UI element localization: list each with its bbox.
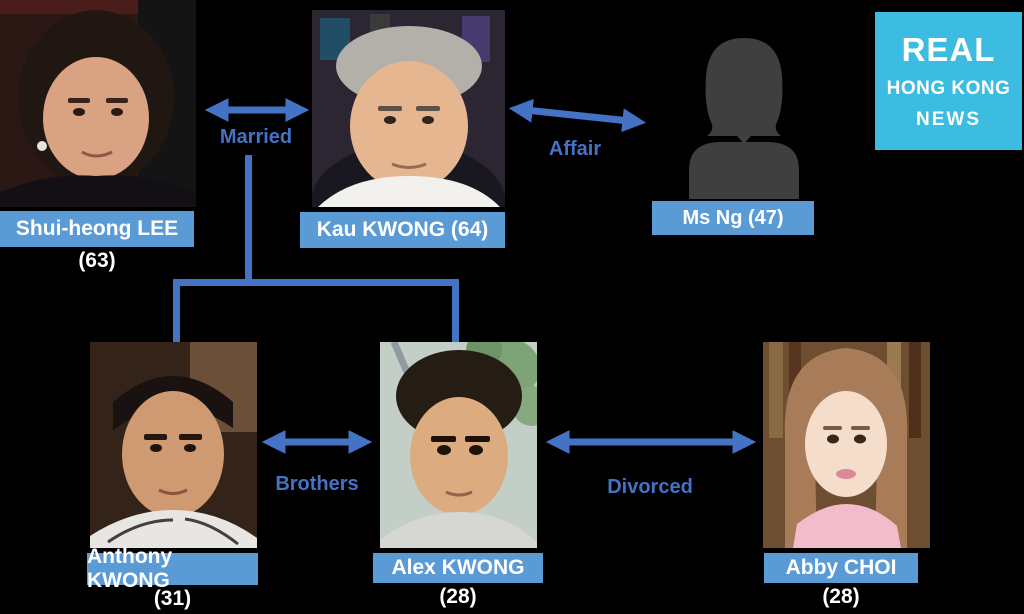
man-portrait-illustration [90,342,257,548]
affair-arrow [508,98,647,132]
man-portrait-illustration [380,342,537,548]
married-arrow [204,98,310,122]
divorced-relationship-label: Divorced [607,476,693,498]
anthony-kwong-age: (31) [153,587,192,610]
ms-ng-name-label: Ms Ng (47) [652,201,814,235]
shui-heong-lee-name-label: Shui-heong LEE [0,211,194,247]
married-relationship-label: Married [219,126,293,148]
family-tree-line-to-anthony [173,279,180,342]
brothers-arrow [261,430,373,454]
logo-line-1: REAL [901,31,996,68]
logo-line-2: HONG KONG [886,78,1011,99]
woman-portrait-illustration [0,0,196,207]
abby-choi-photo [763,342,930,548]
alex-kwong-name-label: Alex KWONG [373,553,543,583]
ms-ng-silhouette [675,36,813,199]
alex-kwong-age: (28) [439,585,477,608]
brothers-relationship-label: Brothers [275,473,359,495]
shui-heong-lee-photo [0,0,196,207]
real-hong-kong-news-logo: REAL HONG KONG NEWS [875,12,1022,150]
anthony-kwong-photo [90,342,257,548]
female-person-silhouette-icon [689,38,799,199]
divorced-arrow [545,430,757,454]
kau-kwong-name-label: Kau KWONG (64) [300,212,505,248]
abby-choi-age: (28) [822,585,860,608]
abby-choi-name-label: Abby CHOI [764,553,918,583]
family-tree-line-horizontal [173,279,459,286]
family-tree-line-parent [245,155,252,286]
man-portrait-illustration [312,10,505,207]
shui-heong-lee-age: (63) [78,249,116,272]
anthony-kwong-name-label: Anthony KWONG [87,545,258,592]
kau-kwong-photo [312,10,505,207]
alex-kwong-photo [380,342,537,548]
woman-portrait-illustration [763,342,930,548]
logo-line-3: NEWS [916,109,981,130]
affair-relationship-label: Affair [548,138,602,160]
family-tree-line-to-alex [452,279,459,342]
